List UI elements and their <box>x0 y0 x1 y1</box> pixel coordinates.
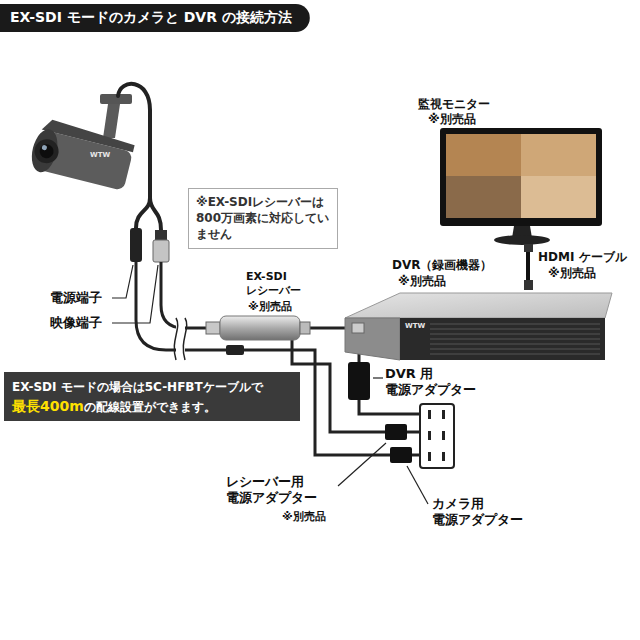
part-label: ※別売品 <box>398 274 446 289</box>
camera-illustration <box>100 94 132 104</box>
camera-illustration <box>28 94 136 193</box>
dvr-power-adapter <box>348 362 370 400</box>
monitor-illustration <box>494 235 550 245</box>
power-outlet <box>442 452 445 461</box>
part-label: EX-SDI レシーバー <box>246 270 318 298</box>
camera-power-adapter <box>390 447 412 463</box>
monitor-illustration <box>440 128 602 226</box>
wire <box>407 431 420 434</box>
camera-illustration <box>103 104 120 138</box>
ex-sdi-receiver <box>206 316 310 340</box>
part-label: 電源端子 <box>50 290 102 306</box>
power-terminal <box>130 228 142 262</box>
wire <box>161 262 206 328</box>
hdmi-cable <box>524 280 533 290</box>
camera-illustration <box>38 143 55 160</box>
dvr-recorder <box>345 318 400 360</box>
leader-line <box>373 377 383 378</box>
power-outlet <box>442 431 445 440</box>
camera-cable <box>150 198 161 230</box>
part-label: ※別売品 <box>248 300 292 314</box>
part-label: ※別売品 <box>548 266 596 281</box>
diagram-title: EX-SDI モードのカメラと DVR の接続方法 <box>10 9 292 26</box>
part-label: カメラ用 電源アダプター <box>432 496 544 529</box>
node-text: EX-SDI モードの場合は5C-HFBTケーブルで <box>12 378 292 396</box>
node-text: の配線設置ができます。 <box>84 400 216 414</box>
dvr-recorder <box>430 339 600 340</box>
node-text: ※EX-SDIレシーバーは800万画素に対応していません <box>196 195 329 241</box>
part-label: ※別売品 <box>428 112 476 127</box>
power-outlet <box>442 410 445 419</box>
dvr-recorder <box>352 323 364 333</box>
wire <box>136 262 420 455</box>
dvr-power-adapter <box>348 362 370 400</box>
power-outlet <box>428 410 431 419</box>
part-label: HDMI ケーブル <box>538 250 627 265</box>
part-label: 監視モニター <box>418 97 490 112</box>
video-terminal <box>153 240 169 262</box>
power-outlet <box>420 404 454 468</box>
monitor-illustration <box>521 176 596 218</box>
dvr-recorder <box>345 293 612 318</box>
dvr-recorder <box>430 324 600 354</box>
video-terminal <box>155 230 167 240</box>
ex-sdi-receiver <box>206 322 220 334</box>
dc-plug <box>226 345 244 355</box>
part-label: 映像端子 <box>50 315 102 331</box>
dvr-recorder <box>430 334 600 335</box>
power-outlet <box>420 404 454 468</box>
camera-illustration <box>41 145 47 151</box>
hdmi-cable <box>524 244 533 252</box>
video-terminal <box>153 230 169 262</box>
note-box: ※EX-SDIレシーバーは800万画素に対応していません <box>188 188 338 249</box>
leader-line <box>407 466 428 504</box>
wire <box>359 400 420 414</box>
camera-power-adapter <box>390 447 412 463</box>
receiver-power-adapter <box>385 424 407 440</box>
leader-line <box>112 265 133 298</box>
cable-break-mark <box>174 318 186 360</box>
camera-illustration <box>32 137 61 166</box>
part-label: DVR（録画機器） <box>392 258 493 273</box>
dc-plug <box>226 345 244 355</box>
dvr-recorder <box>430 349 600 350</box>
cable-break-mark <box>174 318 177 360</box>
dvr-recorder <box>430 324 600 325</box>
camera-illustration <box>28 126 62 174</box>
camera-cable <box>118 84 150 198</box>
receiver-power-adapter <box>385 424 407 440</box>
brand-logo: WTW <box>90 151 110 160</box>
camera-cable <box>136 198 150 228</box>
power-outlet <box>428 452 431 461</box>
dvr-recorder <box>430 344 600 345</box>
leader-line <box>338 443 386 486</box>
monitor-illustration <box>446 176 521 218</box>
part-label: DVR 用 電源アダプター <box>385 366 497 399</box>
cable-break-mark <box>183 318 186 360</box>
node-text: 最長400m <box>12 398 84 414</box>
power-terminal <box>130 228 142 262</box>
hdmi-cable <box>524 244 533 290</box>
part-label: レシーバー用 電源アダプター <box>226 474 338 507</box>
dvr-recorder <box>430 354 600 355</box>
dvr-recorder <box>345 293 612 360</box>
ex-sdi-receiver <box>220 316 300 340</box>
camera-illustration <box>28 117 136 193</box>
ex-sdi-receiver <box>300 322 310 334</box>
monitor-illustration <box>521 134 596 176</box>
callout-box: EX-SDI モードの場合は5C-HFBTケーブルで最長400mの配線設置ができ… <box>4 372 300 421</box>
power-outlet <box>428 431 431 440</box>
part-label: ※別売品 <box>282 510 326 524</box>
monitor-illustration <box>446 134 521 176</box>
camera-cable <box>118 84 161 230</box>
dvr-recorder <box>430 329 600 330</box>
brand-logo: WTW <box>405 322 425 331</box>
dvr-recorder <box>400 318 605 360</box>
wire <box>412 454 420 457</box>
monitor-illustration <box>440 128 602 245</box>
title-bar <box>0 4 310 32</box>
